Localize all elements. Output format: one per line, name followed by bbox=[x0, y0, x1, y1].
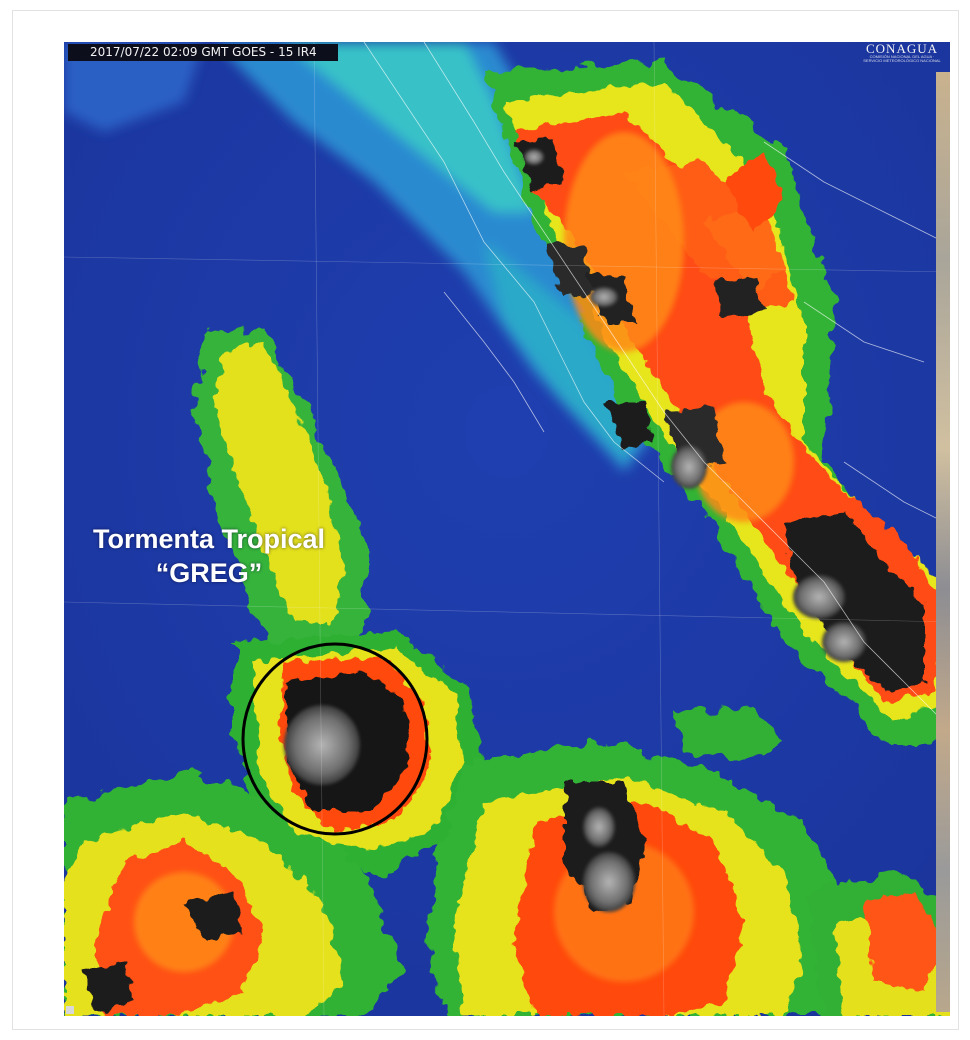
satellite-image: 2017/07/22 02:09 GMT GOES - 15 IR4 CONAG… bbox=[64, 42, 950, 1016]
timestamp-label: 2017/07/22 02:09 GMT GOES - 15 IR4 bbox=[68, 44, 338, 61]
coastline-overlay bbox=[363, 42, 945, 723]
satellite-imagery-svg bbox=[64, 42, 950, 1016]
logo-subtext: COMISIÓN NACIONAL DEL AGUA · SERVICIO ME… bbox=[863, 54, 941, 63]
storm-label-line2: “GREG” bbox=[155, 558, 263, 588]
latlong-grid bbox=[64, 42, 950, 1016]
copyright-mark bbox=[66, 1006, 74, 1014]
logo-wordmark: CONAGUA bbox=[866, 42, 938, 56]
storm-highlight-circle bbox=[241, 642, 429, 836]
color-scale-bar bbox=[936, 72, 950, 1012]
storm-label: Tormenta Tropical “GREG” bbox=[64, 522, 354, 590]
conagua-logo: CONAGUA COMISIÓN NACIONAL DEL AGUA · SER… bbox=[862, 42, 942, 64]
coldest-cores bbox=[284, 149, 866, 912]
storm-label-line1: Tormenta Tropical bbox=[92, 524, 326, 554]
